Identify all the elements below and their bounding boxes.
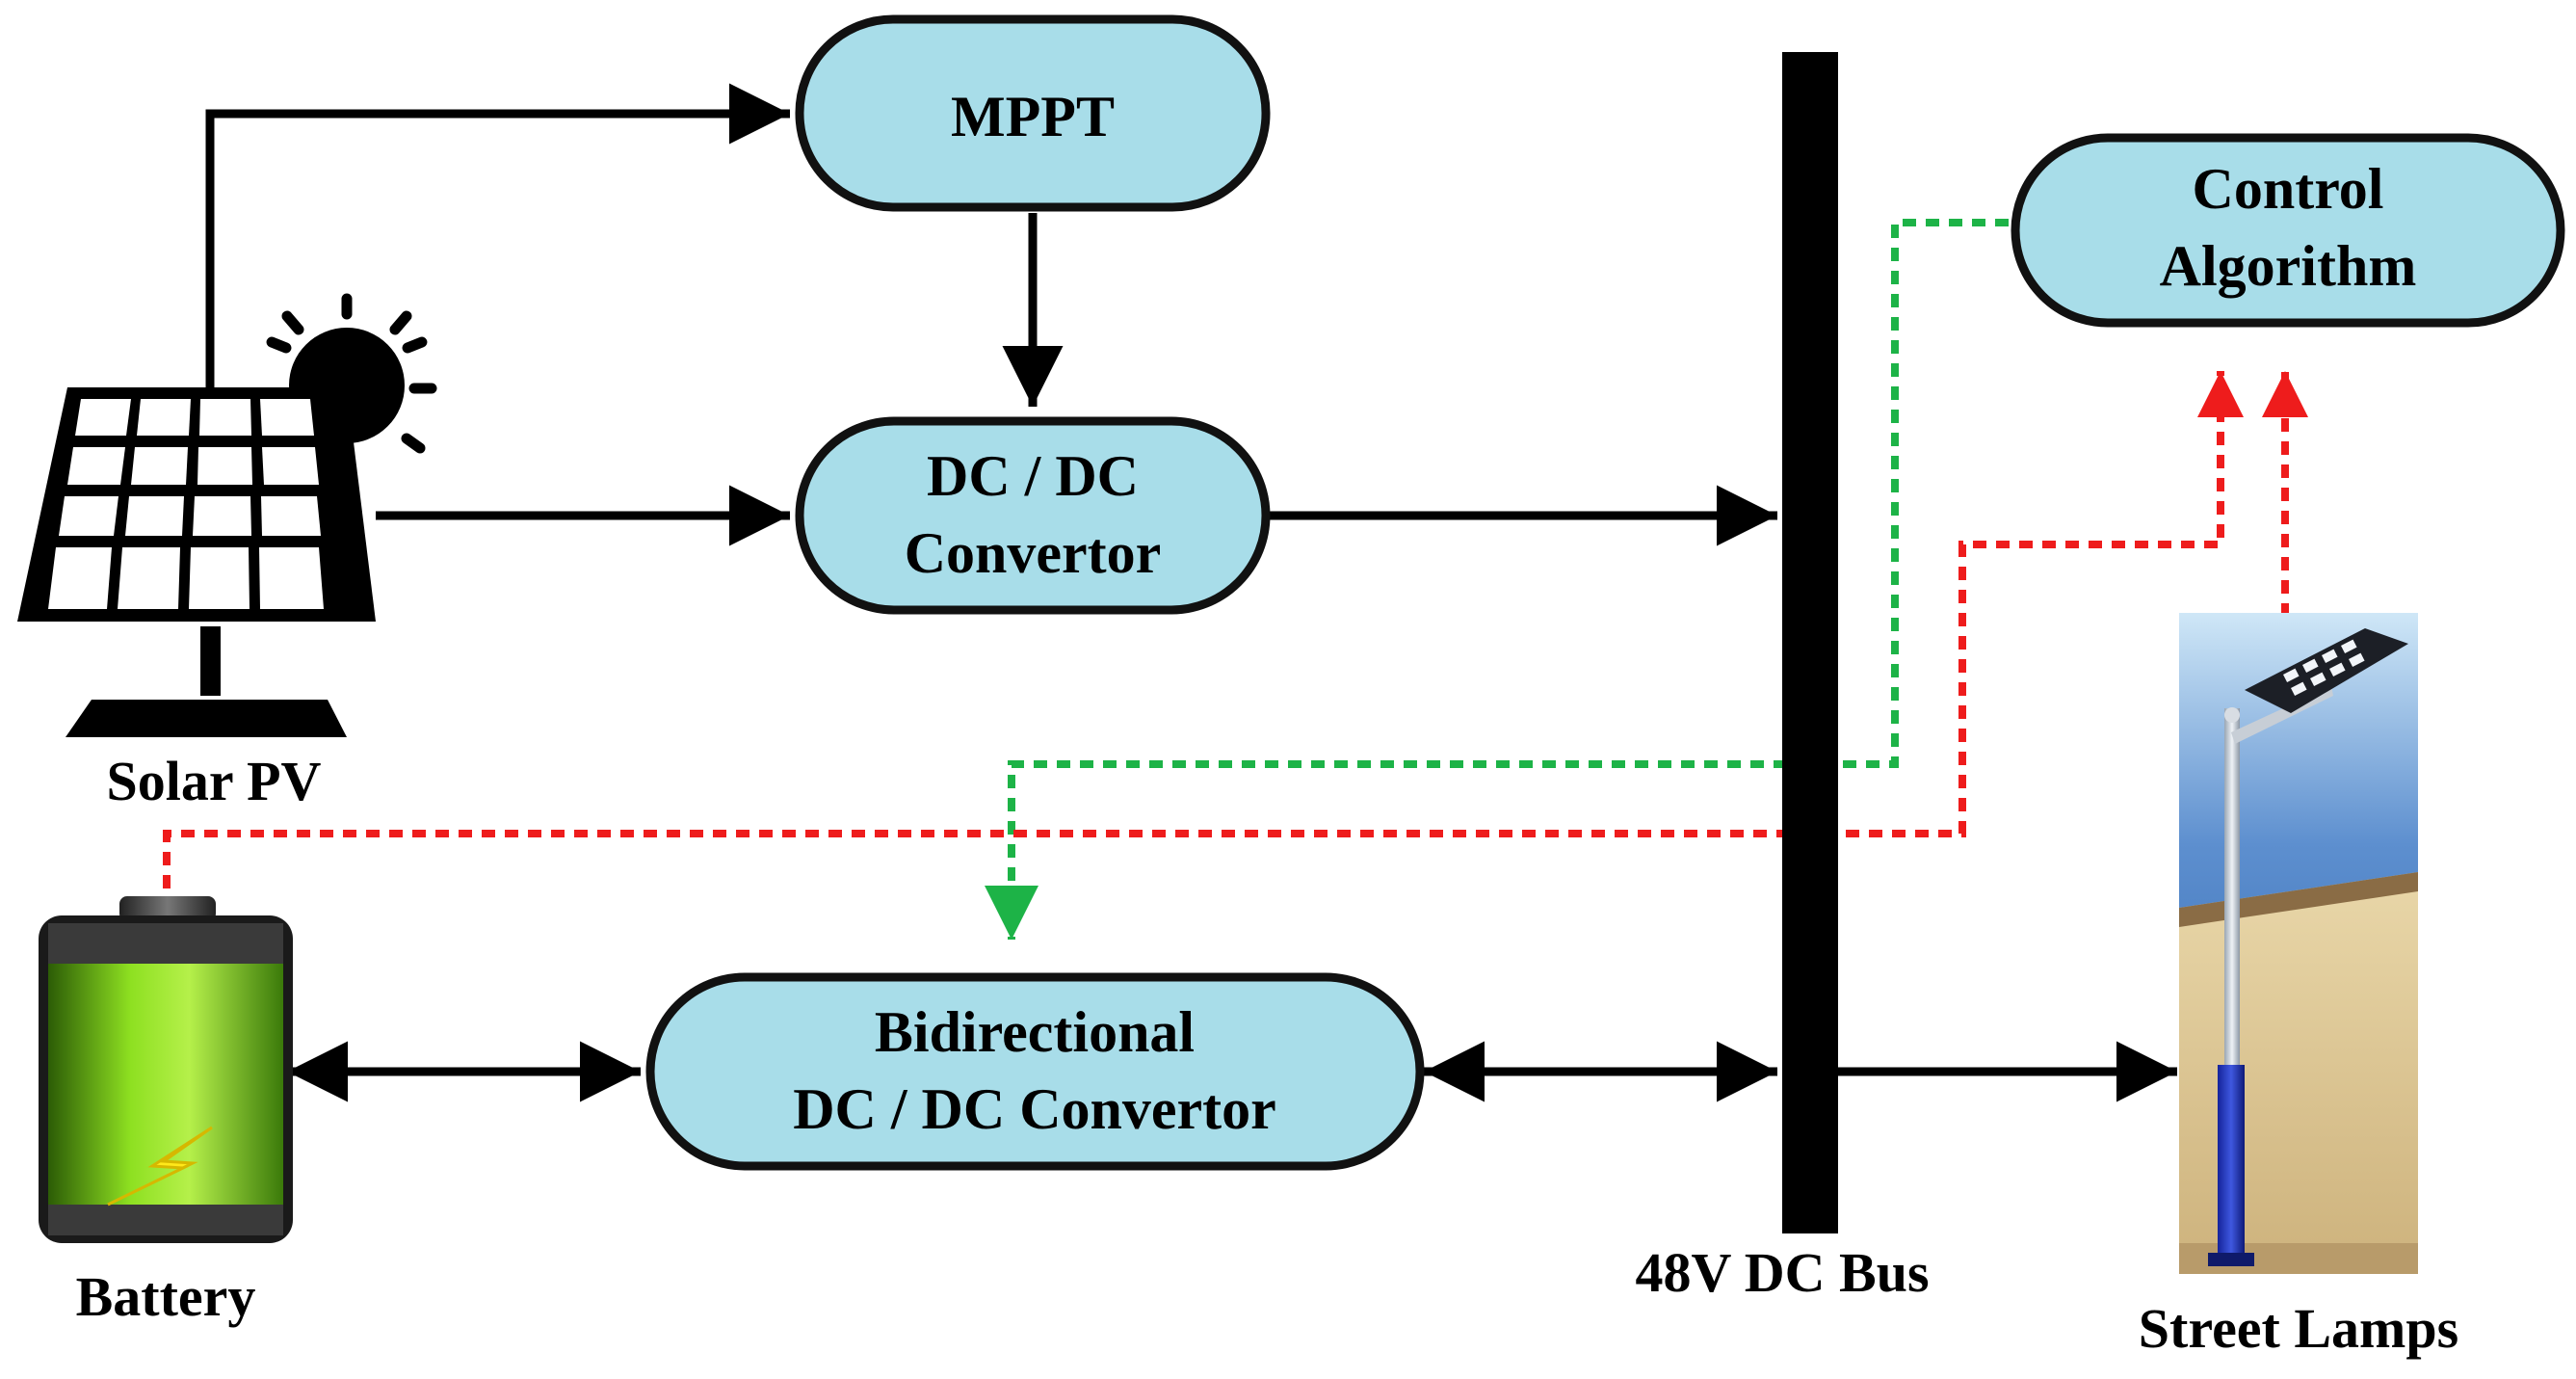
- solar-panel-with-sun-icon: [17, 293, 437, 737]
- control-signal-line: [985, 219, 2009, 940]
- bidirectional-label-line2: DC / DC Convertor: [793, 1077, 1276, 1141]
- battery-feedback-line: [163, 371, 2244, 888]
- bidirectional-label-line1: Bidirectional: [875, 1000, 1195, 1064]
- charging-battery-icon: [39, 896, 293, 1243]
- pv-to-mppt-arrow: [205, 83, 790, 389]
- dc-bus-bar: [1782, 52, 1838, 1233]
- solar-cells: [48, 399, 324, 609]
- mppt-block: MPPT: [795, 14, 1271, 212]
- dc-dc-label-line1: DC / DC: [927, 444, 1139, 508]
- control-label-line1: Control: [2193, 157, 2384, 221]
- mppt-label: MPPT: [951, 85, 1115, 148]
- control-algorithm-block: Control Algorithm: [2011, 133, 2565, 328]
- street-lamps-label: Street Lamps: [2139, 1297, 2458, 1360]
- control-label-line2: Algorithm: [2160, 234, 2417, 298]
- bus-label: 48V DC Bus: [1635, 1241, 1929, 1304]
- solar-street-lamp-photo: [2179, 613, 2418, 1274]
- solar-pv-label: Solar PV: [107, 750, 322, 812]
- bidirectional-converter-block: Bidirectional DC / DC Convertor: [645, 972, 1425, 1171]
- dc-dc-converter-block: DC / DC Convertor: [795, 416, 1271, 615]
- battery-label: Battery: [76, 1265, 256, 1328]
- dc-dc-label-line2: Convertor: [905, 521, 1162, 585]
